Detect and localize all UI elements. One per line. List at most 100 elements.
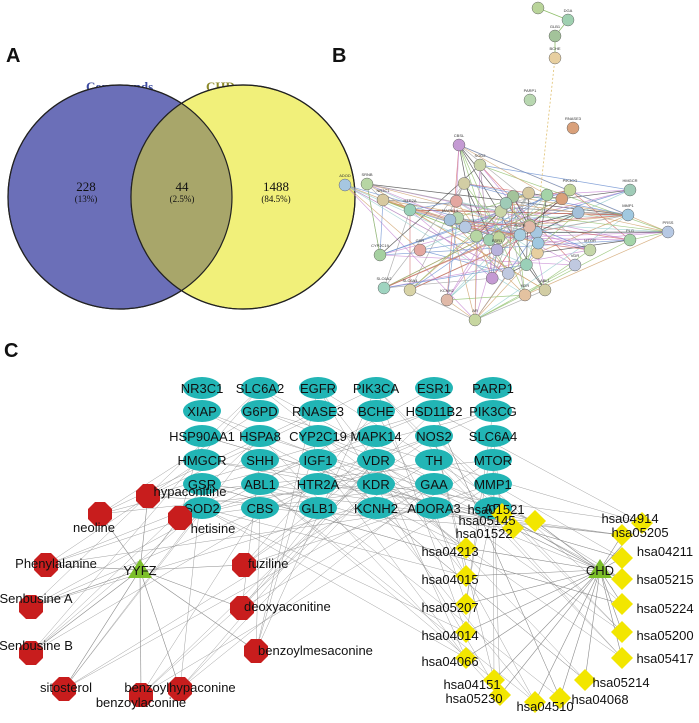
- ppi-edge: [505, 203, 526, 296]
- network-edge: [433, 435, 623, 633]
- network-edge: [179, 483, 377, 690]
- ppi-edge: [409, 289, 476, 321]
- network-edge: [63, 435, 261, 690]
- ppi-node: [468, 313, 482, 327]
- target-label-igf1: IGF1: [304, 453, 333, 468]
- ppi-node: [563, 183, 577, 197]
- ppi-node-label: MAPK14: [442, 208, 459, 213]
- network-edge: [433, 507, 467, 605]
- target-node-pik3cg: [474, 400, 512, 422]
- panel-c-label: C: [4, 340, 18, 362]
- ppi-edge: [458, 144, 629, 216]
- ppi-edge: [379, 211, 501, 256]
- compound-label-hypaconitine: hypaconitine: [154, 484, 227, 499]
- venn-left-pct: (13%): [75, 194, 98, 204]
- compound-node-neoline: [88, 502, 112, 526]
- network-edge: [492, 483, 623, 559]
- ppi-node-label: ABL1: [540, 278, 551, 283]
- ppi-edge: [344, 184, 421, 251]
- target-label-g6pd: G6PD: [242, 404, 277, 419]
- ppi-edge: [344, 184, 521, 236]
- pathway-label-hsa04510: hsa04510: [516, 699, 573, 714]
- compound-node-hypaconitine: [136, 484, 160, 508]
- network-edge: [512, 527, 601, 571]
- network-edge: [599, 569, 623, 659]
- network-edge: [255, 387, 377, 652]
- ppi-edge: [446, 294, 526, 301]
- pathway-label-hsa04151: hsa04151: [443, 677, 500, 692]
- compound-label-sitosterol: sitosterol: [40, 680, 92, 695]
- pathway-label-hsa01521: hsa01521: [467, 502, 524, 517]
- ppi-node-label: HMGCR: [622, 178, 637, 183]
- panel-a-label: A: [6, 45, 20, 67]
- ppi-edge: [383, 198, 562, 289]
- ppi-node-label: DGA: [564, 8, 573, 13]
- ppi-node-label: SRNB: [361, 172, 372, 177]
- target-label-mmp1: MMP1: [474, 477, 512, 492]
- target-node-adora3: [415, 497, 453, 519]
- pathway-label-hsa05215: hsa05215: [636, 572, 693, 587]
- venn-right-value: 1488: [263, 179, 289, 194]
- ppi-edge: [446, 239, 490, 301]
- network-edge: [465, 569, 601, 605]
- pathway-label-hsa01522: hsa01522: [455, 526, 512, 541]
- target-label-slc6a4: SLC6A4: [469, 429, 517, 444]
- pathway-node-hsa04211: [611, 547, 633, 569]
- ppi-node: [538, 283, 552, 297]
- ppi-node: [485, 271, 499, 285]
- ppi-node-label: GSR: [416, 238, 425, 243]
- target-label-hspa8: HSPA8: [239, 429, 281, 444]
- target-label-hmgcr: HMGCR: [177, 453, 226, 468]
- ppi-node-label: ADOD: [339, 173, 351, 178]
- network-edge: [492, 459, 495, 681]
- ppi-edge: [500, 211, 669, 233]
- ppi-node-label: CYP2C19: [371, 243, 390, 248]
- network-edge: [99, 410, 261, 515]
- pathway-node-hsa04068: [549, 687, 571, 709]
- ppi-node: [523, 220, 536, 233]
- ppi-edge: [529, 212, 579, 226]
- pathway-label-hsa04015: hsa04015: [421, 572, 478, 587]
- pathway-label-hsa05224: hsa05224: [636, 601, 693, 616]
- pathway-node-hsa01521: [491, 503, 513, 525]
- target-node-gaa: [415, 473, 453, 495]
- network-edge: [259, 435, 501, 696]
- target-label-slc6a2: SLC6A2: [236, 381, 284, 396]
- ppi-edge: [383, 264, 527, 289]
- network-edge: [140, 507, 261, 696]
- compound-node-hetisine: [168, 506, 192, 530]
- ppi-edge: [465, 211, 501, 228]
- compound-label-senbusine-b: Senbusine B: [0, 638, 73, 653]
- ppi-node: [470, 229, 483, 243]
- target-label-cyp2c19: CYP2C19: [289, 429, 347, 444]
- ppi-edge: [474, 289, 546, 321]
- network-edge: [255, 435, 319, 652]
- ppi-node: [520, 258, 533, 271]
- target-label-pik3cg: PIK3CG: [469, 404, 517, 419]
- ppi-edge: [379, 199, 384, 256]
- ppi-node: [561, 13, 575, 27]
- ppi-node-label: MMP1: [622, 203, 634, 208]
- ppi-node: [459, 220, 472, 234]
- network-edge: [375, 507, 586, 681]
- compound-node-phenylalanine: [34, 553, 58, 577]
- compound-label-benzoylhypaconine: benzoylhypaconine: [124, 680, 235, 695]
- target-node-mmp1: [474, 473, 512, 495]
- pathway-node-hsa05214: [574, 669, 596, 691]
- compound-node-senbusine-a: [19, 595, 43, 619]
- ppi-edge: [479, 164, 631, 191]
- ppi-node: [522, 186, 535, 200]
- panel-b-label: B: [332, 45, 346, 67]
- target-node-th: [415, 449, 453, 471]
- target-label-kdr: KDR: [362, 477, 389, 492]
- ppi-node-label: SOD2: [475, 153, 487, 158]
- ppi-node: [621, 208, 635, 222]
- target-label-pik3ca: PIK3CA: [353, 381, 400, 396]
- pathway-label-hsa04914: hsa04914: [601, 511, 658, 526]
- ppi-node-label: SLC6A4: [403, 278, 419, 283]
- target-node-slc6a4: [474, 425, 512, 447]
- ppi-node-label: PLG: [626, 228, 634, 233]
- compound-node-senbusine-b: [19, 641, 43, 665]
- ppi-node: [568, 258, 582, 272]
- network-edge: [201, 507, 467, 633]
